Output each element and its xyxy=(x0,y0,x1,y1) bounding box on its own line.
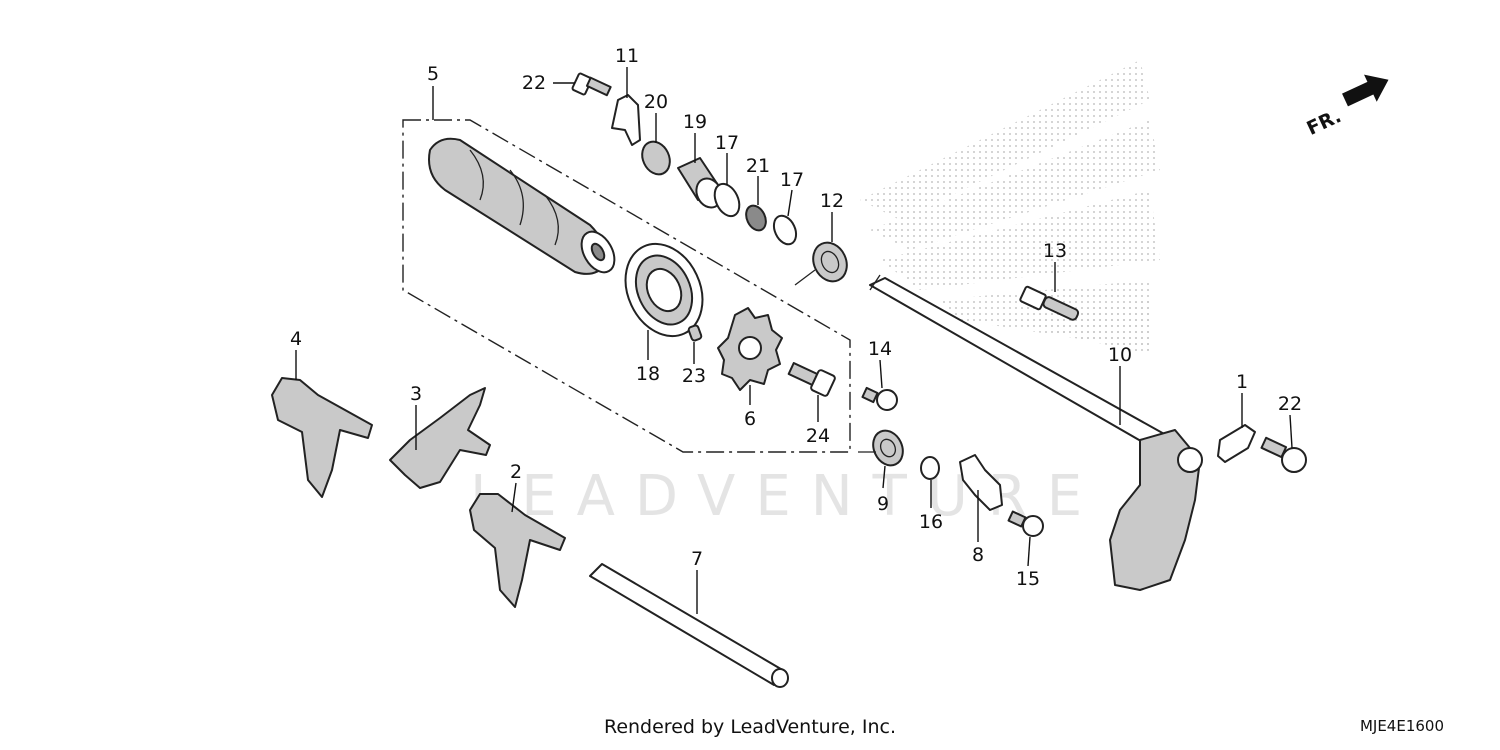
label-part-22-right: 22 xyxy=(1278,393,1302,415)
label-part-12: 12 xyxy=(820,190,844,212)
part-4-shift-fork[interactable] xyxy=(271,377,373,498)
label-part-17-b: 17 xyxy=(780,169,804,191)
label-part-8: 8 xyxy=(972,544,984,566)
part-22-bolt-top[interactable] xyxy=(571,72,612,97)
label-part-5: 5 xyxy=(427,63,439,85)
part-20-washer[interactable] xyxy=(637,137,675,179)
wing-logo-watermark xyxy=(860,60,1160,355)
part-6-shift-drum-center[interactable] xyxy=(717,307,783,391)
callout-labels: 5 22 11 20 19 17 21 17 12 13 10 1 22 14 … xyxy=(290,45,1302,614)
part-1-bracket[interactable] xyxy=(1217,424,1256,463)
part-11-stopper-plate[interactable] xyxy=(611,94,641,146)
part-14-bolt[interactable] xyxy=(861,386,898,411)
label-part-24: 24 xyxy=(806,425,830,447)
part-12-return-spring[interactable] xyxy=(794,237,853,287)
label-part-23: 23 xyxy=(682,365,706,387)
part-22-bolt-right[interactable] xyxy=(1260,436,1307,473)
label-part-7: 7 xyxy=(691,548,703,570)
part-17-washer-b[interactable] xyxy=(770,212,801,248)
part-9-spring[interactable] xyxy=(858,426,908,470)
part-8-stopper-arm[interactable] xyxy=(959,454,1003,511)
watermark-text: LEADVENTURE xyxy=(470,464,1102,529)
label-part-10: 10 xyxy=(1108,344,1132,366)
part-2-shift-fork[interactable] xyxy=(469,493,566,608)
render-credit: Rendered by LeadVenture, Inc. xyxy=(603,716,897,738)
label-part-18: 18 xyxy=(636,363,660,385)
assembly-group-outline xyxy=(402,119,851,453)
label-part-9: 9 xyxy=(877,493,889,515)
part-15-bolt[interactable] xyxy=(1007,510,1044,537)
label-part-4: 4 xyxy=(290,328,302,350)
part-5-shift-drum[interactable] xyxy=(428,137,621,278)
label-part-19: 19 xyxy=(683,111,707,133)
front-direction-label: FR. xyxy=(1303,105,1344,140)
part-21-snap-ring[interactable] xyxy=(742,202,769,233)
label-part-17-a: 17 xyxy=(715,132,739,154)
label-part-13: 13 xyxy=(1043,240,1067,262)
label-part-21: 21 xyxy=(746,155,770,177)
front-direction-arrow xyxy=(1342,74,1389,107)
label-part-1: 1 xyxy=(1236,371,1248,393)
part-7-fork-shaft[interactable] xyxy=(589,563,789,688)
part-16-washer[interactable] xyxy=(920,456,940,480)
part-18-bearing[interactable] xyxy=(611,231,717,348)
part-13-stud-bolt[interactable] xyxy=(1019,285,1080,321)
label-part-3: 3 xyxy=(410,383,422,405)
part-10-gearshift-spindle[interactable] xyxy=(869,274,1203,591)
label-part-14: 14 xyxy=(868,338,892,360)
label-part-20: 20 xyxy=(644,91,668,113)
label-part-15: 15 xyxy=(1016,568,1040,590)
label-part-6: 6 xyxy=(744,408,756,430)
part-23-pin[interactable] xyxy=(687,324,703,342)
label-part-11: 11 xyxy=(615,45,639,67)
part-24-bolt[interactable] xyxy=(787,362,836,397)
part-3-shift-fork[interactable] xyxy=(389,387,491,489)
diagram-code: MJE4E1600 xyxy=(1359,717,1444,735)
part-17-washer-a[interactable] xyxy=(710,180,744,220)
label-part-22-top: 22 xyxy=(522,72,546,94)
label-part-16: 16 xyxy=(919,511,943,533)
label-part-2: 2 xyxy=(510,461,522,483)
